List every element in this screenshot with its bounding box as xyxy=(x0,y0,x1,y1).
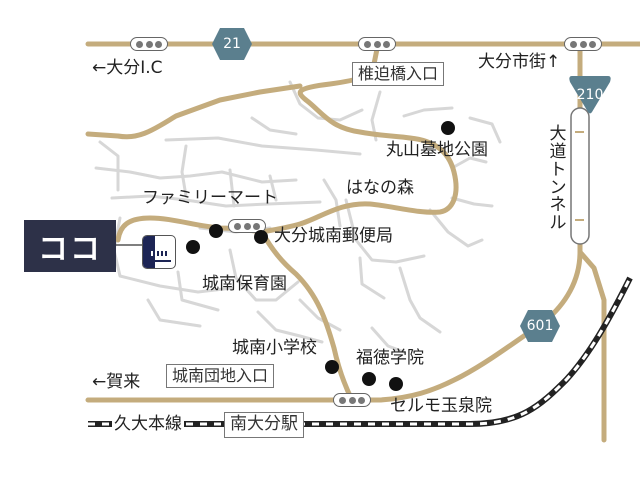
minami-oita-station-label: 南大分駅 xyxy=(224,412,304,438)
fukutoku-label: 福徳学院 xyxy=(356,348,424,368)
tunnel-label: 大道トンネル xyxy=(549,124,567,234)
fukutoku-marker xyxy=(362,372,376,386)
traffic-light-icon xyxy=(333,393,371,407)
route-shield-icon xyxy=(212,28,252,60)
route-210-number: 210 xyxy=(576,87,604,103)
familymart-marker xyxy=(209,224,223,238)
post-office-marker xyxy=(254,230,268,244)
pointer-line xyxy=(116,244,144,246)
elementary-label: 城南小学校 xyxy=(232,338,317,358)
railway-label: 久大本線 xyxy=(112,414,184,434)
route-21-number: 21 xyxy=(223,36,241,52)
target-location-label: ココ xyxy=(24,220,116,272)
shiisako-entrance-label: 椎迫橋入口 xyxy=(352,62,445,87)
minor-streets xyxy=(94,80,502,354)
route-601-shield: 601 xyxy=(520,310,560,342)
nursery-marker xyxy=(186,240,200,254)
post-office-label: 大分城南郵便局 xyxy=(274,226,393,246)
direction-oita-ic: ←大分I.C xyxy=(92,58,163,78)
familymart-label: ファミリーマート xyxy=(142,188,278,208)
nursery-label: 城南保育園 xyxy=(202,274,287,294)
serumo-label: セルモ玉泉院 xyxy=(390,396,492,416)
elementary-marker xyxy=(325,360,339,374)
traffic-light-icon xyxy=(228,219,266,233)
direction-kaku: ←賀来 xyxy=(92,372,141,392)
tunnel-portals xyxy=(575,131,584,221)
traffic-light-icon xyxy=(564,37,602,51)
maruyama-park-marker xyxy=(441,121,455,135)
route-shield-icon xyxy=(520,310,560,342)
direction-oita-city: 大分市街↑ xyxy=(478,52,561,72)
tunnel-structure xyxy=(570,107,590,245)
serumo-marker xyxy=(389,377,403,391)
railway-line xyxy=(88,276,633,427)
route-210-shield: 210 xyxy=(568,76,612,114)
traffic-light-icon xyxy=(358,37,396,51)
traffic-light-icon xyxy=(130,37,168,51)
route-21-shield: 21 xyxy=(212,28,252,60)
route-shield-icon xyxy=(569,76,611,114)
building-icon xyxy=(142,235,176,269)
jonan-danchi-entrance-label: 城南団地入口 xyxy=(166,364,275,389)
maruyama-park-label: 丸山墓地公園 xyxy=(386,140,488,160)
route-601-number: 601 xyxy=(526,318,554,334)
hananomori-label: はなの森 xyxy=(346,178,414,198)
